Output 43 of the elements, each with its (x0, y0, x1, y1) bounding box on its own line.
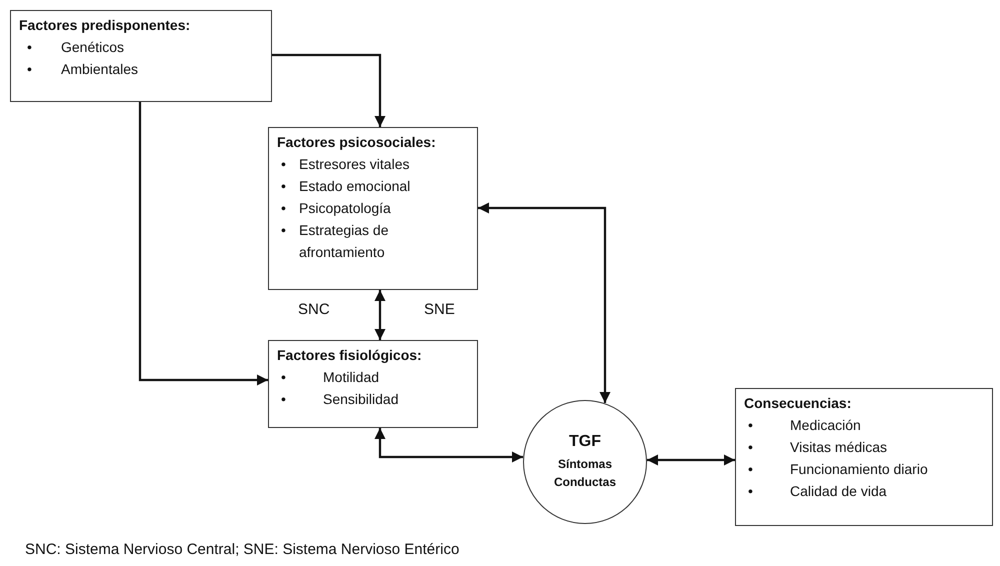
factor-box (268, 340, 478, 428)
bullet: • (281, 369, 286, 385)
double-arrow (647, 454, 735, 466)
bullet: • (281, 156, 286, 172)
list-item: Estrategias de afrontamiento (299, 221, 390, 262)
list-item: Calidad de vida (790, 482, 887, 501)
box-heading: Factores predisponentes: (19, 17, 192, 33)
bullet: • (27, 39, 32, 55)
double-arrow (374, 290, 386, 340)
double-arrow (374, 428, 523, 462)
bullet: • (27, 61, 32, 77)
nerve-system-label: SNC (298, 301, 330, 318)
box-heading: Consecuencias: (744, 395, 852, 411)
box-heading: Factores fisiológicos: (277, 347, 423, 363)
list-item: Ambientales (61, 60, 138, 79)
arrow (272, 54, 386, 127)
bullet: • (281, 391, 286, 407)
bullet: • (281, 178, 286, 194)
double-arrow (478, 202, 610, 403)
list-item: Funcionamiento diario (790, 460, 928, 479)
footnote: SNC: Sistema Nervioso Central; SNE: Sistema Nervioso Entérico (25, 541, 460, 558)
circle-text: Síntomas Conductas (552, 456, 617, 491)
factor-box (735, 388, 993, 526)
bullet: • (748, 461, 753, 477)
bullet: • (748, 417, 753, 433)
arrow (138, 102, 268, 386)
list-item: Genéticos (61, 38, 124, 57)
bullet: • (281, 200, 286, 216)
bullet: • (748, 483, 753, 499)
list-item: Estresores vitales (299, 155, 410, 174)
bullet: • (748, 439, 753, 455)
circle-title: TGF (569, 433, 601, 451)
list-item: Psicopatología (299, 199, 391, 218)
factor-box (268, 127, 478, 290)
box-heading: Factores psicosociales: (277, 134, 437, 150)
nerve-system-label: SNE (424, 301, 455, 318)
list-item: Visitas médicas (790, 438, 888, 457)
list-item: Medicación (790, 416, 861, 435)
list-item: Estado emocional (299, 177, 410, 196)
list-item: Sensibilidad (323, 390, 398, 409)
bullet: • (281, 222, 286, 238)
list-item: Motilidad (323, 368, 380, 387)
factor-box (10, 10, 272, 102)
